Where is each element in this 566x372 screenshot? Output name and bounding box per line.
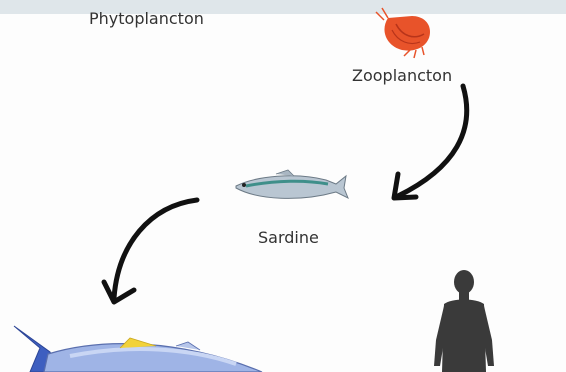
- arrow-icon: [394, 86, 467, 198]
- human-silhouette-icon: [434, 270, 494, 372]
- arrow-icon: [104, 200, 197, 302]
- shrimp-icon: [376, 8, 430, 58]
- sardine-icon: [236, 170, 348, 198]
- tuna-icon: [14, 326, 262, 372]
